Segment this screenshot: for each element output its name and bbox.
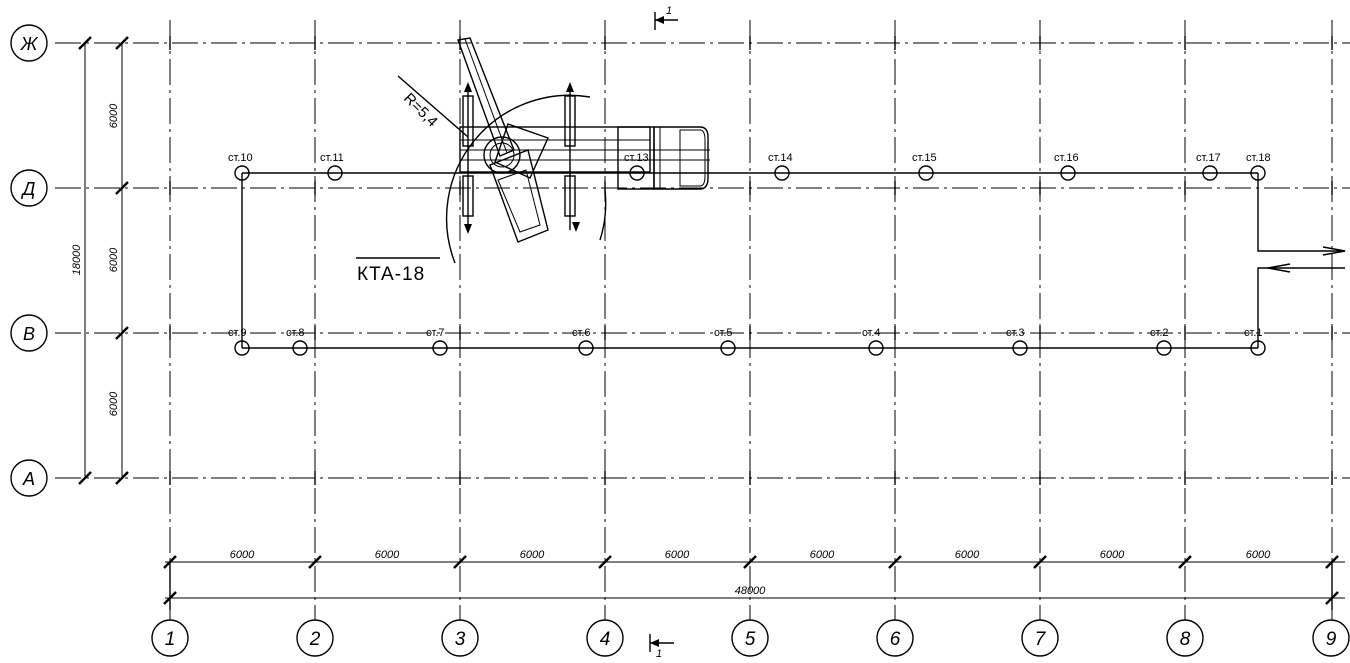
column-axis-lines [169, 20, 1333, 620]
grid-intersection-marks [169, 36, 1333, 485]
station-label: ст.8 [286, 327, 305, 339]
column-axis-label: 8 [1180, 629, 1191, 650]
column-axis-label: 3 [455, 629, 466, 650]
horizontal-dimension: 6000 [810, 549, 835, 561]
station-label: ст.5 [714, 327, 733, 339]
column-axis-label: 6 [890, 629, 901, 650]
station-label: ст.4 [862, 327, 881, 339]
crane-route [241, 172, 1346, 349]
row-axis-label: Д [21, 179, 36, 199]
station-label: ст.9 [228, 327, 247, 339]
column-axis-label: 1 [165, 629, 176, 650]
horizontal-dimension: 6000 [230, 549, 255, 561]
station-label: ст.14 [768, 152, 793, 164]
column-axis-label: 5 [745, 629, 756, 650]
station-label: ст.1 [1244, 327, 1263, 339]
section-marker-top: 1 [654, 5, 678, 30]
row-axis-bubbles: Ж Д В А [10, 24, 48, 497]
horizontal-dimension-chains: 6000 6000 6000 6000 6000 6000 6000 6000 … [163, 549, 1345, 610]
stations-bottom: ст.9 ст.8 ст.7 ст.6 ст.5 ст.4 ст.3 ст.2 … [228, 327, 1266, 356]
horizontal-dimension: 6000 [665, 549, 690, 561]
row-axis-lines [55, 42, 1350, 479]
station-label: ст.13 [624, 152, 649, 164]
station-label: ст.2 [1150, 327, 1169, 339]
station-label: ст.17 [1196, 152, 1221, 164]
station-label: ст.18 [1246, 152, 1271, 164]
station-label: ст.15 [912, 152, 937, 164]
row-axis-label: Ж [20, 34, 39, 54]
column-axis-label: 9 [1326, 629, 1337, 650]
total-vertical-dimension: 18000 [71, 244, 83, 275]
total-horizontal-dimension: 48000 [735, 585, 766, 597]
column-axis-label: 7 [1035, 629, 1047, 650]
crane-label: КТА-18 [357, 264, 425, 285]
horizontal-dimension: 6000 [520, 549, 545, 561]
station-label: ст.11 [320, 152, 344, 164]
horizontal-dimension: 6000 [375, 549, 400, 561]
station-label: ст.6 [572, 327, 591, 339]
truck-crane [457, 37, 710, 243]
station-label: ст.16 [1054, 152, 1079, 164]
horizontal-dimension: 6000 [1246, 549, 1271, 561]
vertical-dimension: 6000 [108, 391, 120, 416]
row-axis-label: А [22, 469, 35, 489]
horizontal-dimension: 6000 [955, 549, 980, 561]
stations-top: ст.10 ст.11 ст.13 ст.14 ст.15 ст.16 ст.1… [228, 152, 1271, 181]
station-label: ст.7 [426, 327, 445, 339]
horizontal-dimension: 6000 [1100, 549, 1125, 561]
station-label: ст.10 [228, 152, 253, 164]
vertical-dimension: 6000 [108, 247, 120, 272]
station-label: ст.3 [1006, 327, 1025, 339]
vertical-dimension-chains: 6000 6000 6000 18000 [71, 36, 129, 485]
section-label: 1 [666, 5, 672, 17]
section-marker-bottom: 1 [649, 634, 674, 660]
crane-label-group: КТА-18 [356, 257, 440, 285]
column-axis-label: 4 [600, 629, 611, 650]
row-axis-label: В [23, 324, 35, 344]
column-axis-bubbles: 1 2 3 4 5 6 7 8 9 [151, 619, 1350, 657]
section-label: 1 [656, 648, 662, 660]
column-axis-label: 2 [309, 629, 321, 650]
vertical-dimension: 6000 [108, 103, 120, 128]
